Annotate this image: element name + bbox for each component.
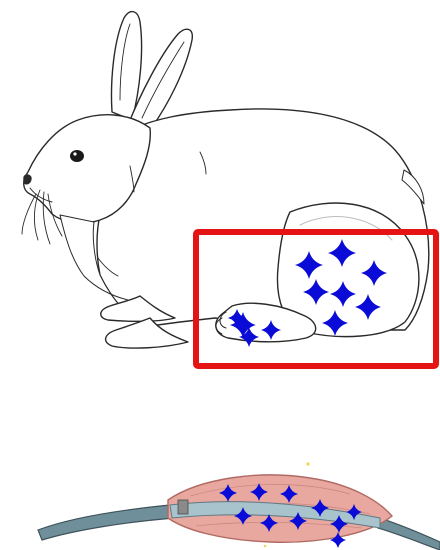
rabbit-nose: [24, 175, 31, 184]
tendon-left: [38, 505, 175, 540]
rabbit-eye: [70, 150, 84, 162]
rabbit-eye-highlight: [73, 152, 76, 155]
yellow-dot-lower: [264, 545, 267, 548]
tendon-right: [378, 518, 440, 550]
muscle-tendon-illustration: [38, 462, 440, 550]
tendon-clip: [178, 500, 188, 514]
yellow-dot: [306, 462, 309, 465]
